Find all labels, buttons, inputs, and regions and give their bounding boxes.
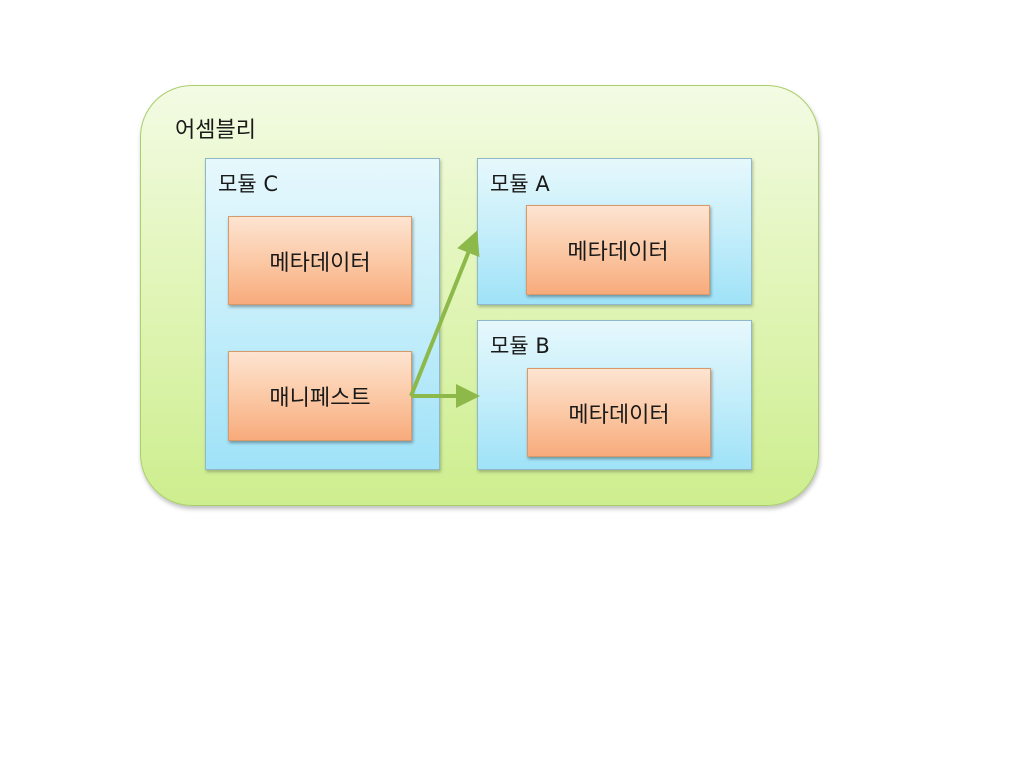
module-a-label: 모듈 A [490,172,550,196]
arrow-manifest-to-module-a [409,230,480,397]
module-b-metadata-box: 메타데이터 [527,368,711,457]
assembly-label: 어셈블리 [175,118,256,143]
module-c-label: 모듈 C [218,172,278,196]
module-a-metadata-box: 메타데이터 [526,205,710,295]
module-c-manifest-box: 매니페스트 [228,351,412,441]
module-c-metadata-box: 메타데이터 [228,216,412,305]
module-b-label: 모듈 B [490,334,550,358]
